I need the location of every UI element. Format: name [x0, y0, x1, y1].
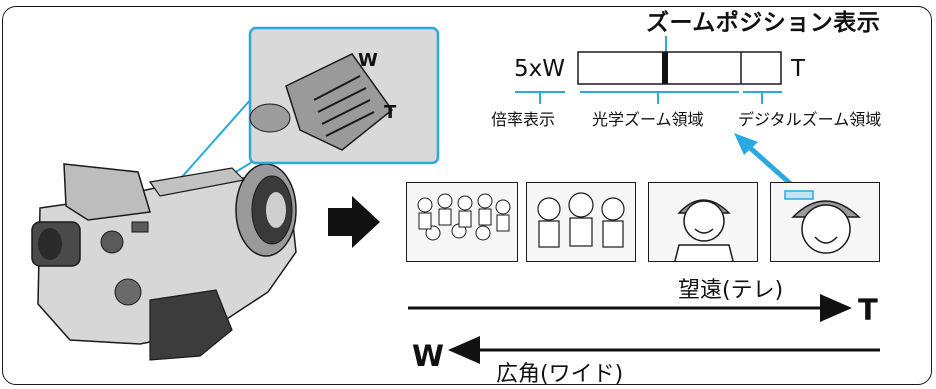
- zoom-position-bar: [577, 51, 782, 85]
- tele-end-label: T: [791, 56, 806, 82]
- optical-zoom-area-label: 光学ズーム領域: [592, 110, 704, 129]
- lever-t-mark: T: [384, 102, 397, 123]
- right-arrow-icon: [328, 196, 380, 248]
- zoom-position-title: ズームポジション表示: [646, 10, 881, 36]
- thumbnail-medium-group: [526, 182, 636, 262]
- telephoto-label: 望遠(テレ): [678, 278, 784, 303]
- magnification-display-label: 倍率表示: [491, 110, 556, 129]
- digital-zoom-area-label: デジタルズーム領域: [738, 110, 882, 129]
- lever-w-mark: W: [358, 50, 378, 71]
- wide-arrowhead: [448, 336, 480, 364]
- thumbnail-extreme-close-up: [770, 182, 880, 262]
- thumbnail-wide-group: [406, 182, 518, 262]
- zoom-position-indicator: [662, 52, 668, 84]
- tele-letter: T: [858, 293, 878, 327]
- thumbnail-close-up: [648, 182, 758, 262]
- tele-arrowhead: [820, 294, 852, 322]
- magnification-value: 5xW: [514, 56, 565, 82]
- wide-label: 広角(ワイド): [496, 362, 624, 387]
- illustration-frame: [2, 6, 932, 385]
- wide-letter: W: [412, 339, 444, 373]
